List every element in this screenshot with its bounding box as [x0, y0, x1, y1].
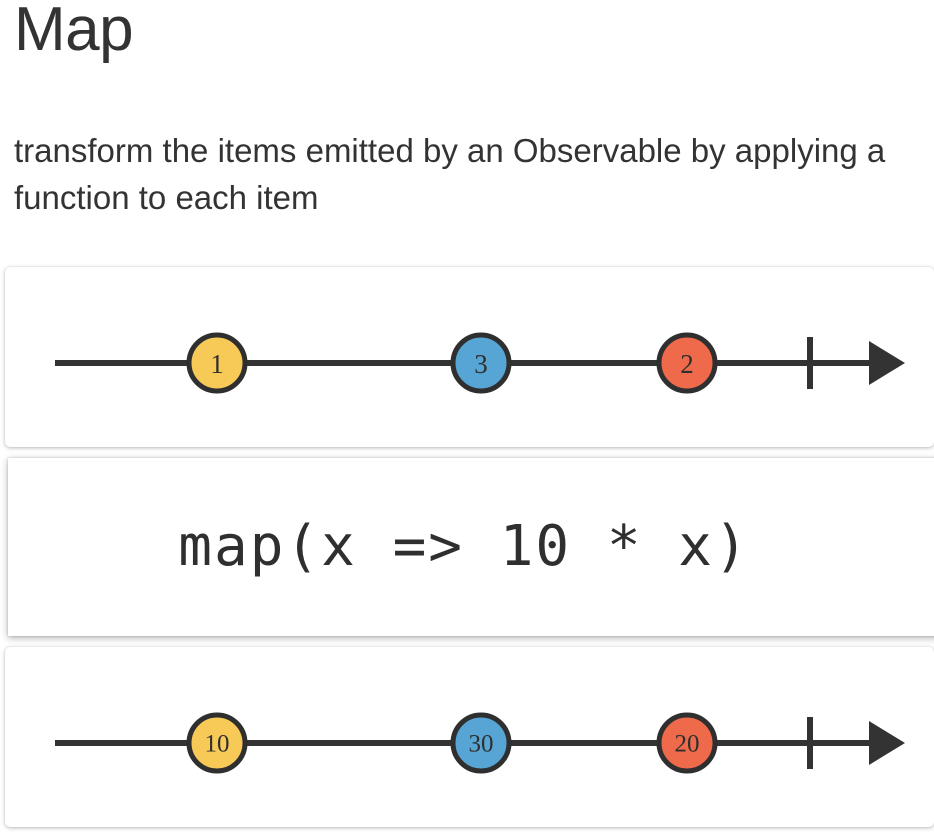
marble[interactable]: 10 [186, 712, 248, 774]
marble-circle [450, 712, 512, 774]
marble-circle [186, 712, 248, 774]
marble-value: 10 [205, 731, 230, 758]
marble[interactable]: 3 [450, 332, 512, 394]
output-stream-panel: 10 30 20 [5, 647, 934, 827]
marble[interactable]: 30 [450, 712, 512, 774]
marble-value: 3 [474, 349, 488, 379]
marble-circle [186, 332, 248, 394]
timeline-arrowhead-icon [869, 721, 905, 765]
page-title: Map [14, 0, 134, 64]
operator-box[interactable]: map(x => 10 * x) [8, 458, 934, 636]
marble[interactable]: 2 [656, 332, 718, 394]
marble-value: 2 [680, 349, 694, 379]
source-stream-panel: 1 3 2 [5, 267, 934, 447]
page-subtitle: transform the items emitted by an Observ… [14, 132, 886, 216]
marble-circle [656, 712, 718, 774]
timeline-arrowhead-icon [869, 341, 905, 385]
marble-circle [656, 332, 718, 394]
marble-value: 1 [210, 349, 224, 379]
marble[interactable]: 20 [656, 712, 718, 774]
operator-signature: map(x => 10 * x) [178, 513, 750, 579]
output-timeline: 10 30 20 [55, 712, 905, 774]
marble-value: 30 [469, 731, 494, 758]
marble[interactable]: 1 [186, 332, 248, 394]
source-timeline: 1 3 2 [55, 332, 905, 394]
marble-value: 20 [675, 731, 700, 758]
marble-circle [450, 332, 512, 394]
